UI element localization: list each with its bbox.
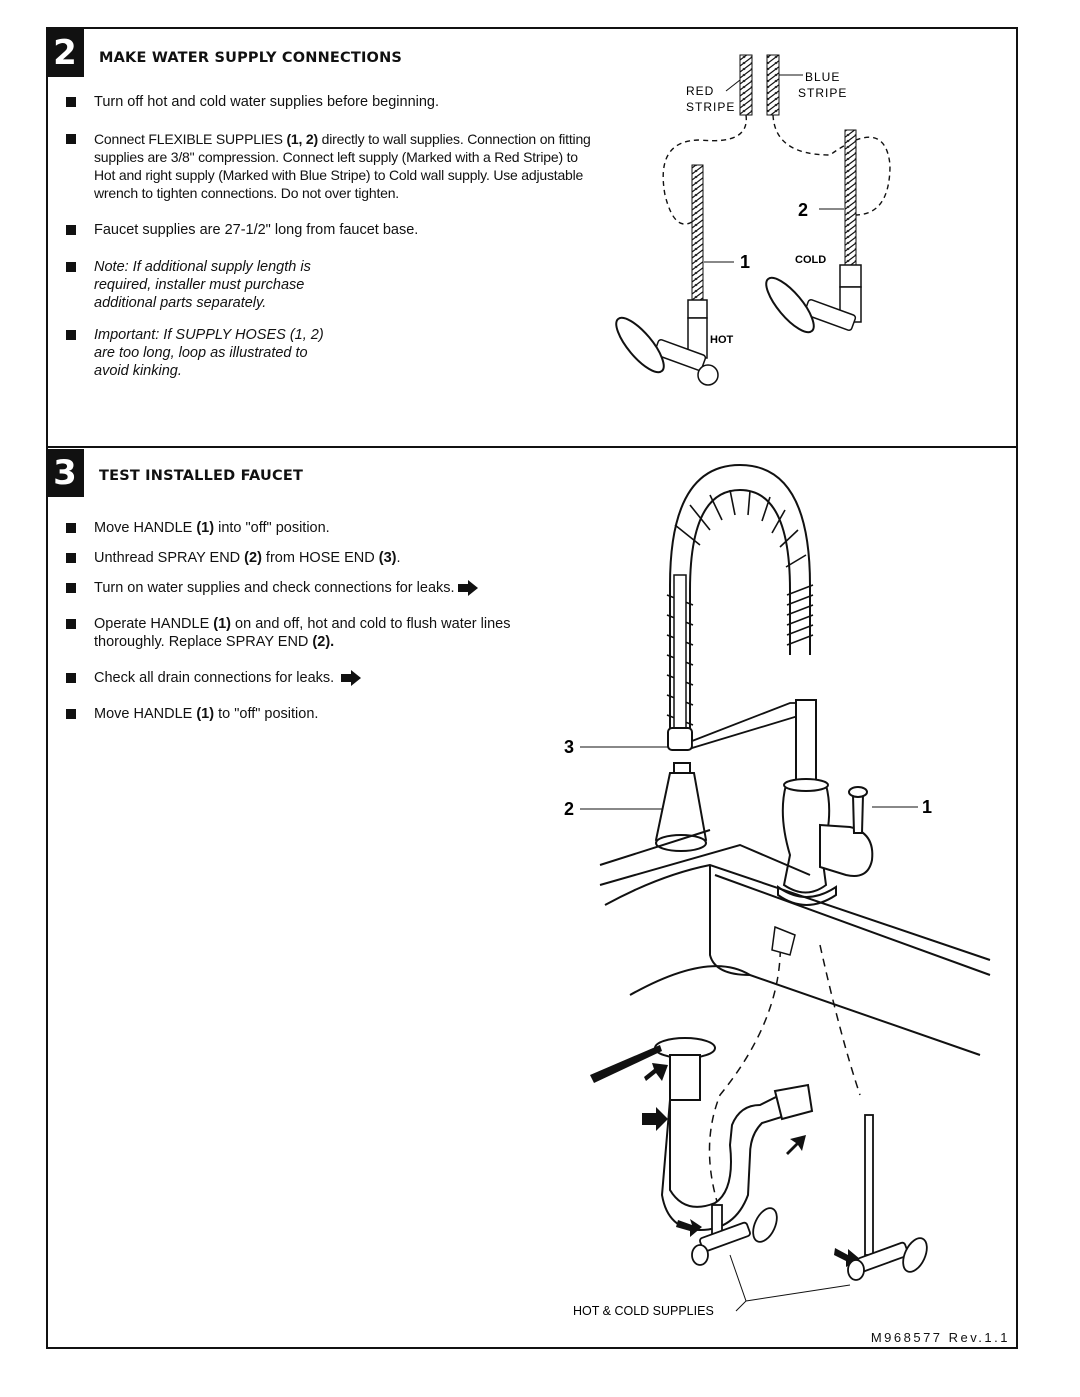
- spray-end: [654, 762, 708, 852]
- section-divider: [46, 446, 1018, 448]
- blue-stripe-label: BLUE: [805, 70, 840, 84]
- callout-1: 1: [922, 797, 932, 817]
- callout-1: 1: [740, 252, 750, 272]
- hot-hose-loop: [662, 114, 747, 225]
- step-2-bullet: Turn off hot and cold water supplies bef…: [66, 93, 601, 111]
- hot-hose-top: [739, 54, 753, 116]
- step-3-bullet: Check all drain connections for leaks.: [66, 669, 556, 687]
- hot-cold-supplies-label: HOT & COLD SUPPLIES: [573, 1304, 714, 1318]
- callout-2: 2: [564, 799, 574, 819]
- sink: [599, 829, 991, 1056]
- arrow-right-icon: [341, 670, 362, 686]
- step-3-bullet: Move HANDLE (1) to "off" position.: [66, 705, 556, 723]
- cold-supply-valve: [847, 1114, 928, 1281]
- step-3-bullet: Turn on water supplies and check connect…: [66, 579, 556, 597]
- hot-label: HOT: [710, 334, 734, 346]
- step-2-important: Important: If SUPPLY HOSES (1, 2) are to…: [66, 326, 324, 380]
- hose-end: [667, 727, 693, 751]
- red-stripe-label: RED: [686, 84, 714, 98]
- faucet-body: [777, 699, 874, 906]
- leak-check-arrow-icon: [642, 1063, 860, 1267]
- callout-3: 3: [564, 737, 574, 757]
- step-2-number: 2: [46, 29, 84, 77]
- step-2-bullet: Connect FLEXIBLE SUPPLIES (1, 2) directl…: [66, 130, 601, 202]
- cold-compression-nut: [839, 264, 862, 288]
- drain-line: [590, 1045, 662, 1083]
- step-3-bullet: Unthread SPRAY END (2) from HOSE END (3)…: [66, 549, 556, 567]
- step-3-bullet: Move HANDLE (1) into "off" position.: [66, 519, 556, 537]
- drain-assembly: [654, 1037, 814, 1232]
- red-stripe-label: STRIPE: [686, 100, 735, 114]
- hot-supply-hose: [691, 164, 704, 301]
- callout-2: 2: [798, 200, 808, 220]
- step-3-instructions: Move HANDLE (1) into "off" position. Unt…: [66, 519, 556, 723]
- step-3-title: TEST INSTALLED FAUCET: [99, 468, 304, 484]
- hot-supply-valve: [691, 1204, 778, 1266]
- blue-stripe-label: STRIPE: [798, 86, 847, 100]
- page-frame: [46, 27, 1018, 1349]
- step-3-number: 3: [46, 449, 84, 497]
- faucet-test-illustration: 3 2 1 HOT & COLD SUPPLIES: [564, 463, 991, 1318]
- pull-down-hose: [673, 574, 687, 736]
- cold-valve: [765, 276, 862, 334]
- spray-arm: [691, 702, 809, 750]
- cold-hose-top: [766, 54, 780, 116]
- cold-label: COLD: [795, 254, 826, 266]
- step-2-title: MAKE WATER SUPPLY CONNECTIONS: [99, 50, 403, 66]
- leader-line: [725, 79, 741, 92]
- step-2-instructions: Turn off hot and cold water supplies bef…: [66, 93, 601, 380]
- step-2-bullet: Faucet supplies are 27-1/2" long from fa…: [66, 221, 601, 239]
- hot-compression-nut: [687, 299, 708, 319]
- leader-line: [729, 1254, 851, 1312]
- arrow-right-icon: [457, 580, 478, 596]
- cold-hose-loop: [772, 114, 891, 216]
- supply-tail: [771, 925, 796, 956]
- document-code: M968577 Rev.1.1: [870, 1330, 1010, 1345]
- step-3-bullet: Operate HANDLE (1) on and off, hot and c…: [66, 615, 556, 651]
- hot-valve: [615, 316, 719, 386]
- supply-lines-dashed: [708, 934, 861, 1206]
- step-2-note: Note: If additional supply length is req…: [66, 258, 324, 312]
- cold-supply-hose: [844, 129, 857, 266]
- coil-spring: [666, 463, 814, 740]
- supply-connection-illustration: RED STRIPE BLUE STRIPE 2 1 COLD HOT: [615, 54, 891, 386]
